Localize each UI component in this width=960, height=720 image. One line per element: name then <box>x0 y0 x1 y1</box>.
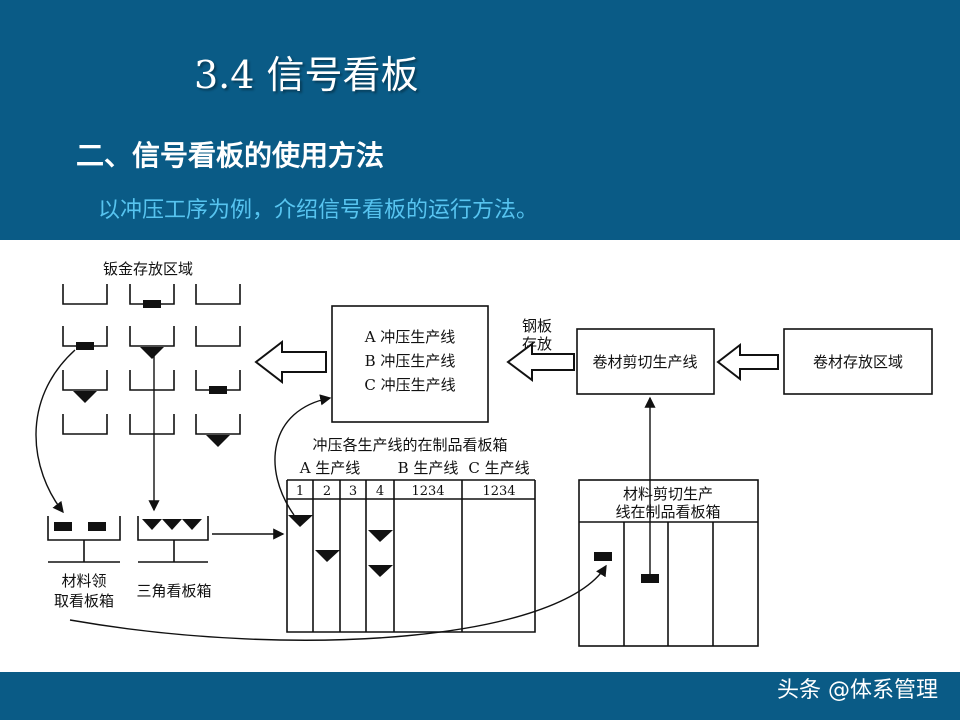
flow-arrows <box>35 349 656 641</box>
cutting-wip-title-2: 线在制品看板箱 <box>615 503 720 521</box>
coil-cutting-label: 卷材剪切生产线 <box>592 353 697 371</box>
material-box-label-2: 取看板箱 <box>54 592 114 610</box>
slide-title: 3.4 信号看板 <box>194 53 419 97</box>
press-lines-box <box>331 305 489 423</box>
col-a1: 1 <box>296 484 304 499</box>
coil-storage-box <box>783 328 933 395</box>
coil-cutting-box <box>576 328 715 395</box>
diagram-panel: 钣金存放区域 A 冲压生产线 B 冲压生产线 C 冲压生产线 钢板 存放 卷材剪… <box>0 240 960 672</box>
triangle-kanban-box <box>137 516 209 563</box>
col-b: 1234 <box>411 484 444 499</box>
line-a-header: A 生产线 <box>299 459 361 477</box>
material-kanban-card-2 <box>88 522 106 531</box>
bin-kanban-markers <box>73 300 230 447</box>
press-line-c: C 冲压生产线 <box>364 376 455 394</box>
section-heading: 二、信号看板的使用方法 <box>76 139 385 172</box>
hollow-arrow-steel <box>506 342 575 382</box>
cutting-kanban-card-2 <box>641 574 659 583</box>
hollow-arrow-to-storage <box>254 339 327 385</box>
intro-text: 以冲压工序为例，介绍信号看板的运行方法。 <box>98 198 539 223</box>
watermark: 头条 @体系管理 <box>777 678 938 703</box>
col-a4: 4 <box>376 484 384 499</box>
kanban-flow-diagram: 钣金存放区域 A 冲压生产线 B 冲压生产线 C 冲压生产线 钢板 存放 卷材剪… <box>35 260 933 647</box>
line-c-header: C 生产线 <box>468 459 529 477</box>
line-b-header: B 生产线 <box>398 459 459 477</box>
triangle-box-label: 三角看板箱 <box>136 582 211 600</box>
press-wip-title: 冲压各生产线的在制品看板箱 <box>312 436 507 454</box>
press-line-b: B 冲压生产线 <box>365 352 456 370</box>
press-wip-triangles <box>288 515 393 577</box>
material-box-label-1: 材料领 <box>61 572 106 590</box>
col-c: 1234 <box>482 484 515 499</box>
coil-storage-label: 卷材存放区域 <box>813 353 903 371</box>
hollow-arrow-coil <box>716 342 779 382</box>
press-line-a: A 冲压生产线 <box>364 328 456 346</box>
steel-storage-label-1: 钢板 <box>522 317 552 335</box>
press-wip-grid <box>286 479 536 633</box>
sheet-metal-area-label: 钣金存放区域 <box>103 260 193 278</box>
triangle-box-markers <box>142 519 202 530</box>
cutting-wip-columns <box>623 522 714 646</box>
col-a2: 2 <box>323 484 331 499</box>
col-a3: 3 <box>349 484 357 499</box>
material-kanban-box <box>47 516 121 563</box>
cutting-kanban-card-1 <box>594 552 612 561</box>
material-kanban-card-1 <box>54 522 72 531</box>
cutting-wip-title-1: 材料剪切生产 <box>623 485 713 503</box>
